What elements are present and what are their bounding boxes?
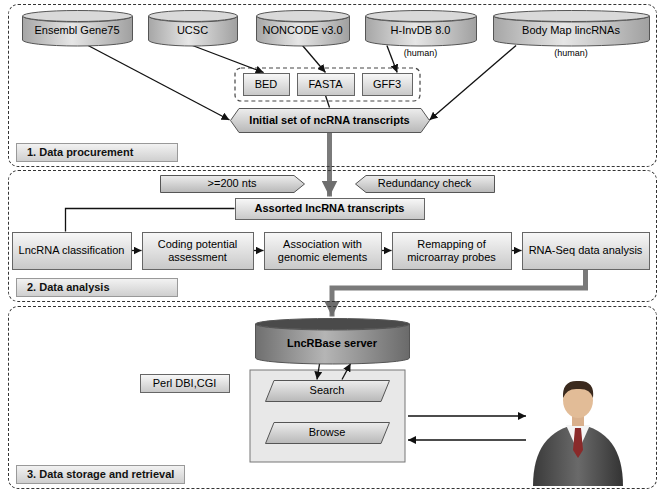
stage-panel: 2. Data analysis >=200 nts Redundancy chec… bbox=[8, 170, 657, 302]
action-box: Search bbox=[265, 380, 390, 402]
cylinder-top bbox=[256, 10, 349, 21]
database-cylinder: Ensembl Gene75 bbox=[22, 10, 133, 46]
connector bbox=[303, 46, 326, 73]
node-label: LncRNA classification bbox=[19, 244, 125, 257]
database-cylinder: H-InvDB 8.0(human) bbox=[365, 10, 477, 46]
database-cylinder: NONCODE v3.0 bbox=[256, 10, 350, 46]
database-cylinder: UCSC bbox=[148, 10, 238, 46]
cylinder-top bbox=[255, 318, 409, 329]
format-box: BED bbox=[243, 73, 290, 96]
stage-panel: 1. Data procurement Ensembl Gene75 UCSC NON… bbox=[8, 4, 657, 167]
connector bbox=[254, 250, 264, 251]
process-box: Association with genomic elements bbox=[264, 232, 382, 270]
connector bbox=[387, 46, 397, 73]
para-fill bbox=[265, 422, 389, 443]
node-label: NONCODE v3.0 bbox=[262, 24, 342, 37]
hex-fill bbox=[230, 108, 429, 132]
connector bbox=[193, 46, 264, 73]
node-label: Browse bbox=[309, 426, 346, 439]
node-label: Assorted lncRNA transcripts bbox=[255, 202, 405, 215]
node-label: Association with genomic elements bbox=[269, 238, 377, 263]
cylinder-top bbox=[148, 10, 237, 21]
merge-hexagon: Initial set of ncRNA transcripts bbox=[230, 108, 430, 133]
chevL-fill bbox=[355, 175, 494, 192]
connector bbox=[88, 46, 229, 121]
filter-chevron: >=200 nts bbox=[160, 175, 305, 193]
user-icon bbox=[533, 381, 623, 486]
connector-layer bbox=[66, 46, 586, 380]
format-box: FASTA bbox=[297, 73, 355, 96]
user-body bbox=[533, 424, 623, 486]
action-box: Browse bbox=[265, 422, 390, 444]
note-text: (human) bbox=[365, 48, 477, 58]
node-label: Search bbox=[310, 384, 345, 397]
cylinder-top bbox=[22, 10, 132, 21]
node-label: Perl DBI,CGI bbox=[153, 377, 217, 390]
connector bbox=[132, 250, 142, 251]
connector bbox=[382, 250, 392, 251]
connector bbox=[66, 209, 235, 232]
flow-arrow bbox=[332, 270, 586, 317]
node-label: UCSC bbox=[177, 24, 208, 37]
node-label: Remapping of microarray probes bbox=[397, 238, 507, 263]
connector bbox=[430, 46, 517, 121]
database-cylinder: Body Map lincRNAs(human) bbox=[493, 10, 650, 46]
connector bbox=[512, 250, 522, 251]
cylinder-top bbox=[365, 10, 476, 21]
connector bbox=[342, 364, 351, 380]
node-label: LncRBase server bbox=[287, 337, 377, 350]
tech-box: Perl DBI,CGI bbox=[140, 374, 230, 393]
stage-panel: 3. Data storage and retrieval LncRBase se… bbox=[8, 306, 657, 489]
process-box: LncRNA classification bbox=[12, 232, 132, 270]
format-group-outline bbox=[235, 68, 420, 101]
server-cylinder: LncRBase server bbox=[255, 318, 410, 364]
node-label: Redundancy check bbox=[378, 177, 472, 190]
output-arrow bbox=[408, 415, 526, 416]
process-box: Coding potential assessment bbox=[142, 232, 254, 270]
stage-title: 3. Data storage and retrieval bbox=[16, 465, 185, 484]
para-fill bbox=[265, 380, 389, 401]
node-label: BED bbox=[255, 78, 278, 91]
node-label: Ensembl Gene75 bbox=[35, 24, 120, 37]
node-label: GFF3 bbox=[373, 78, 401, 91]
user-tie bbox=[573, 428, 583, 458]
node-label: RNA-Seq data analysis bbox=[529, 244, 643, 257]
chevR-fill bbox=[160, 175, 304, 192]
cylinder-top bbox=[493, 10, 649, 21]
input-arrow bbox=[408, 439, 526, 440]
connector bbox=[326, 96, 330, 108]
node-label: Initial set of ncRNA transcripts bbox=[249, 114, 409, 127]
result-box: Assorted lncRNA transcripts bbox=[235, 198, 425, 220]
node-label: Coding potential assessment bbox=[147, 238, 249, 263]
node-label: >=200 nts bbox=[208, 177, 257, 190]
stage-title: 2. Data analysis bbox=[16, 278, 178, 297]
flow-arrow bbox=[327, 133, 332, 197]
filter-chevron: Redundancy check bbox=[355, 175, 495, 193]
process-box: Remapping of microarray probes bbox=[392, 232, 512, 270]
node-label: FASTA bbox=[308, 78, 342, 91]
interface-panel bbox=[250, 370, 405, 462]
format-box: GFF3 bbox=[362, 73, 413, 96]
process-box: RNA-Seq data analysis bbox=[522, 232, 650, 270]
stage-title: 1. Data procurement bbox=[16, 143, 178, 162]
note-text: (human) bbox=[493, 48, 650, 58]
node-label: Body Map lincRNAs bbox=[522, 24, 620, 37]
user-hair bbox=[563, 381, 593, 398]
connector bbox=[317, 364, 320, 380]
node-label: H-InvDB 8.0 bbox=[391, 24, 451, 37]
